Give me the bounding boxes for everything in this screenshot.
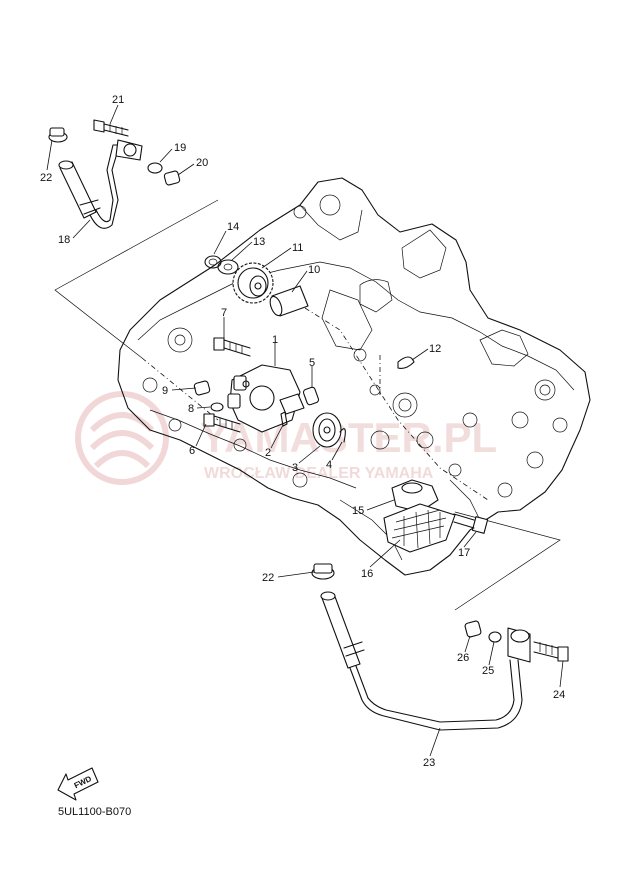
strainer-assembly [383, 479, 489, 553]
callout-10: 10 [308, 264, 320, 276]
oil-pump-body-1 [227, 364, 301, 433]
callout-22-lower: 22 [262, 572, 274, 584]
union-bolt-24 [533, 641, 569, 662]
shaft-pin-lower [279, 393, 305, 415]
hose-clamp-upper [48, 127, 68, 143]
callout-9: 9 [162, 385, 168, 397]
callout-11: 11 [292, 242, 303, 254]
banjo-fitting-lower [507, 627, 531, 663]
callout-1: 1 [272, 334, 278, 346]
callout-8: 8 [188, 403, 194, 415]
bolt-17 [453, 513, 489, 534]
o-ring-19 [147, 162, 163, 174]
part-callouts: 21 22 19 20 18 14 13 11 10 7 1 5 12 9 8 … [40, 94, 565, 769]
callout-24: 24 [553, 689, 565, 701]
callout-13: 13 [253, 236, 265, 248]
bolt-6 [203, 413, 241, 433]
hose-clamp-lower [311, 563, 335, 580]
forward-arrow-icon: FWD [57, 767, 99, 801]
callout-22-upper: 22 [40, 172, 52, 184]
callout-2: 2 [265, 447, 271, 459]
leader-lines [46, 104, 564, 757]
oil-pipe-upper [89, 144, 126, 229]
callout-7: 7 [221, 307, 227, 319]
oil-hose-lower [320, 591, 365, 669]
o-ring-8 [210, 402, 224, 412]
watermark-logo [75, 391, 169, 485]
crankcase [117, 177, 591, 576]
callout-4: 4 [326, 459, 332, 471]
banjo-fitting-upper [115, 139, 143, 161]
callout-25: 25 [482, 665, 494, 677]
collar-20 [163, 170, 181, 186]
union-bolt-21 [93, 119, 129, 137]
oil-pump-parts [193, 255, 415, 448]
callout-6: 6 [189, 445, 195, 457]
callout-18: 18 [58, 234, 70, 246]
dowel-9 [193, 380, 211, 396]
callout-14: 14 [227, 221, 239, 233]
driven-gear-11 [232, 262, 274, 304]
assembly-lines [54, 199, 561, 611]
callout-19: 19 [174, 142, 186, 154]
callout-3: 3 [292, 462, 298, 474]
callout-17: 17 [458, 547, 470, 559]
callout-15: 15 [352, 505, 364, 517]
strainer-16 [383, 503, 456, 553]
bolt-7 [213, 337, 251, 357]
rotor-3 [312, 412, 342, 448]
shaft-10 [269, 285, 309, 317]
pin-2 [280, 411, 288, 427]
upper-oil-pipe-assembly [48, 119, 181, 229]
dowel-pin-5 [302, 386, 320, 406]
clip-12 [397, 356, 415, 369]
callout-23: 23 [423, 757, 435, 769]
diagram-code: 5UL1100-B070 [58, 806, 132, 818]
callout-26: 26 [457, 652, 469, 664]
oil-hose-upper [58, 160, 101, 219]
oil-pipe-lower [349, 659, 523, 731]
watermark-line-2: WROCŁAW DEALER YAMAHA [204, 465, 434, 482]
callout-16: 16 [361, 568, 373, 580]
o-ring-25 [488, 631, 502, 643]
callout-5: 5 [309, 357, 315, 369]
callout-20: 20 [196, 157, 208, 169]
collar-26 [464, 620, 482, 638]
washer-13 [217, 259, 239, 275]
circlip-4 [339, 428, 346, 443]
callout-21: 21 [112, 94, 124, 106]
lower-oil-pipe-assembly [311, 563, 569, 731]
callout-12: 12 [429, 343, 441, 355]
